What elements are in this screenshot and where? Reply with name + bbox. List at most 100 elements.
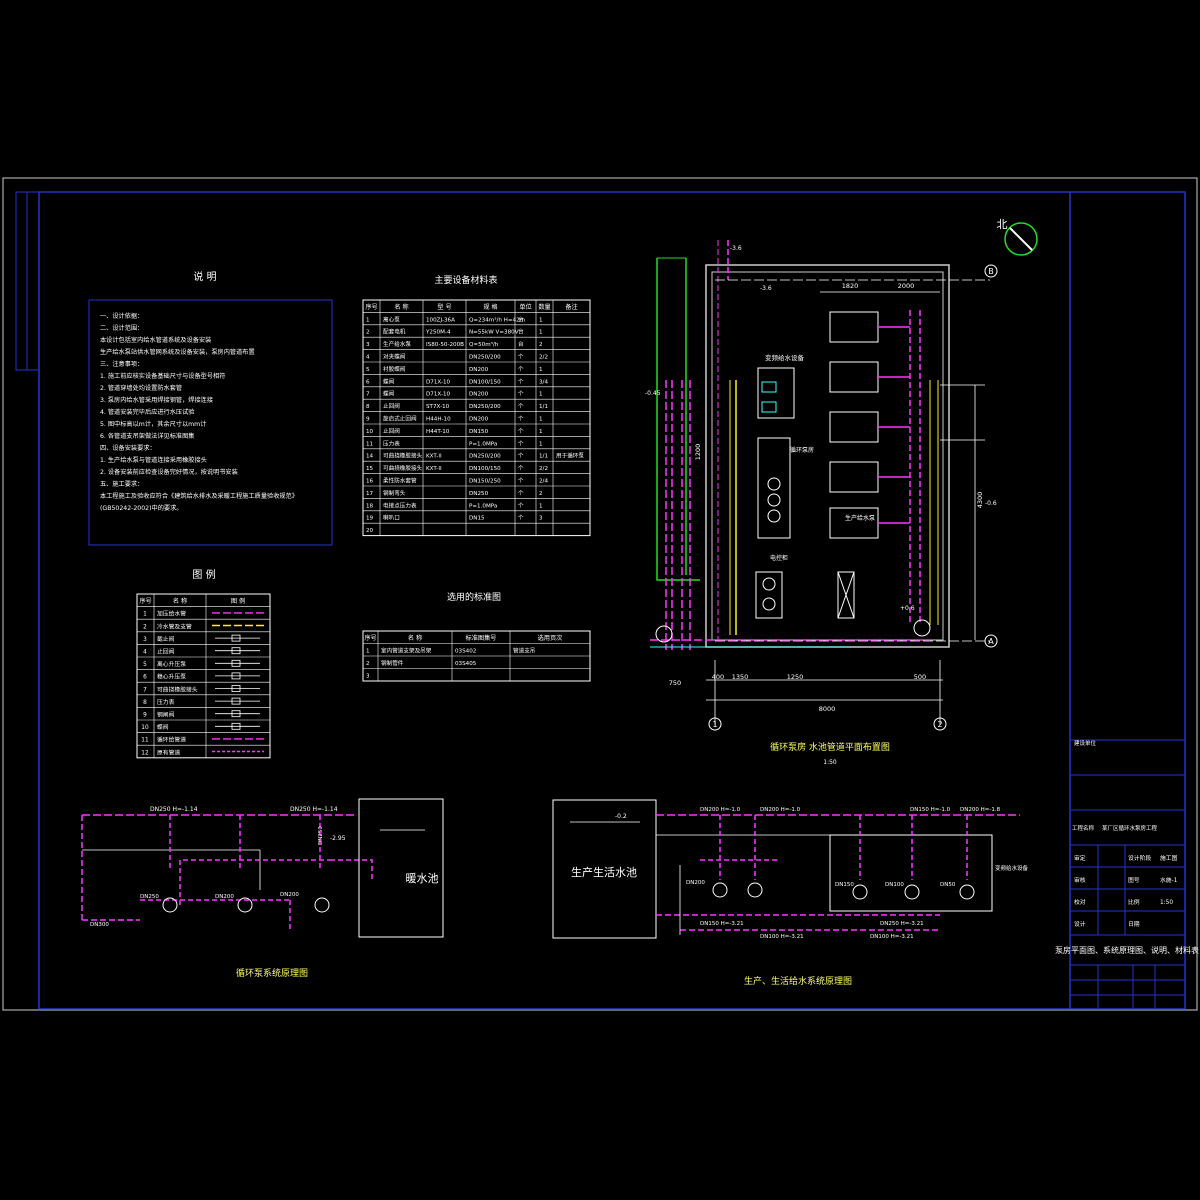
table-cell: 用于循环泵 xyxy=(556,452,584,460)
tb-drawing-title: 泵房平面图、系统原理图、说明、材料表 xyxy=(1055,945,1199,955)
sys1-level: -2.95 xyxy=(330,835,346,842)
table-cell: DN200 xyxy=(469,367,489,373)
notes-line: 三、注意事项： xyxy=(100,360,143,368)
tb-field-label: 图号 xyxy=(1128,876,1140,884)
legend-row-number: 3 xyxy=(143,637,147,643)
table-cell: 3 xyxy=(366,342,370,348)
sys2-pipe-label-5: DN100 H=-3.21 xyxy=(760,934,804,940)
room-label-1: 变频给水设备 xyxy=(765,353,805,362)
table-cell: DN250/200 xyxy=(469,454,501,460)
legend-row-number: 4 xyxy=(143,649,147,655)
table-cell: 生产给水泵 xyxy=(383,340,411,348)
notes-line: 1. 生产给水泵与管道连接采用橡胶接头 xyxy=(100,456,207,464)
sys2-pipe-label-8: DN200 xyxy=(686,880,705,886)
table-cell: DN250 xyxy=(469,491,489,497)
table-cell: DN250/200 xyxy=(469,404,501,410)
legend-row-name: 止回阀 xyxy=(157,647,175,655)
table-cell: 个 xyxy=(518,502,524,509)
table-cell: Y250M-4 xyxy=(425,330,451,336)
legend-symbol xyxy=(215,710,260,718)
table-cell: P=1.0MPa xyxy=(469,441,497,447)
table-cell: 1 xyxy=(366,649,370,655)
table-cell: 旋启式止回阀 xyxy=(383,415,417,423)
table-cell: 17 xyxy=(366,491,374,497)
sys1-pipe-label-0: DN250 H=-1.14 xyxy=(150,806,198,813)
table-header-cell: 备注 xyxy=(565,303,577,311)
table-cell: 柔性防水套管 xyxy=(383,477,417,485)
table-header-cell: 名 称 xyxy=(394,303,408,311)
notes-line: 本工程施工及验收应符合《建筑给水排水及采暖工程施工质量验收规范》 xyxy=(100,492,298,500)
axis-label-b: B xyxy=(988,267,994,276)
table-cell: 个 xyxy=(518,490,524,497)
notes-line: 一、设计依据： xyxy=(100,312,143,320)
legend-title: 图 例 xyxy=(192,568,215,581)
legend-row-name: 钢闸阀 xyxy=(157,710,175,718)
table-cell: 可曲挠橡胶接头 xyxy=(383,464,423,472)
legend-row-name: 加压给水管 xyxy=(157,610,186,618)
legend-row-name: 截止阀 xyxy=(157,635,175,643)
notes-line: 五、施工要求： xyxy=(100,480,143,488)
dim-1250: 1250 xyxy=(787,673,804,681)
table-cell: 16 xyxy=(366,479,374,485)
table-cell: 03S405 xyxy=(455,661,477,667)
axis-label-2: 2 xyxy=(937,720,942,729)
sys2-title: 生产、生活给水系统原理图 xyxy=(744,975,852,987)
table-cell: 2 xyxy=(539,342,543,348)
sys2-level-top: -0.2 xyxy=(615,813,627,820)
notes-line: 4. 管道安装完毕后应进行水压试验 xyxy=(100,408,195,416)
dim-500: 500 xyxy=(914,673,926,681)
legend-row-number: 11 xyxy=(141,738,149,744)
table-cell: 止回阀 xyxy=(383,427,400,435)
table-cell: 个 xyxy=(518,366,524,373)
table-cell: 11 xyxy=(366,441,374,447)
notes-title: 说 明 xyxy=(193,270,216,283)
sys1-tank-label: 暖水池 xyxy=(406,872,439,885)
elev-4: -0.6 xyxy=(985,500,997,507)
table-cell: 1 xyxy=(539,417,543,423)
table-cell: 1 xyxy=(366,317,370,323)
table-cell: 1 xyxy=(539,330,543,336)
sys1-title: 循环泵系统原理图 xyxy=(236,967,308,979)
dim-400: 400 xyxy=(712,673,724,681)
tb-project: 某厂区循环水泵房工程 xyxy=(1102,824,1158,832)
table-cell: 个 xyxy=(518,416,524,423)
table-cell: 个 xyxy=(518,354,524,361)
table-cell: 10 xyxy=(366,429,374,435)
table-cell: 个 xyxy=(518,378,524,385)
table-cell: 室内管道支架及吊架 xyxy=(381,647,432,655)
table-cell: DN200 xyxy=(469,417,489,423)
legend-row-name: 离心升压泵 xyxy=(157,660,186,668)
table-cell: 离心泵 xyxy=(383,315,400,323)
table-cell: 2 xyxy=(539,491,543,497)
table-cell: DN100/150 xyxy=(469,379,501,385)
table-cell: 个 xyxy=(518,478,524,485)
table-cell: 个 xyxy=(518,391,524,398)
table-cell: P=1.0MPa xyxy=(469,503,497,509)
sys1-pipe-label-2: DN250 xyxy=(318,826,324,845)
table-cell: 个 xyxy=(518,440,524,447)
legend-row-number: 6 xyxy=(143,675,147,681)
table-cell: 个 xyxy=(518,403,524,410)
sys1-pipe-label-3: DN200 xyxy=(215,894,234,900)
table-header-cell: 标准图集号 xyxy=(466,634,497,642)
legend-row-name: 循环给管道 xyxy=(157,736,186,744)
legend-row-number: 1 xyxy=(143,612,147,618)
table-cell: 管道支吊 xyxy=(513,647,535,655)
table-cell: 蝶阀 xyxy=(383,390,395,398)
table-cell: 配套电机 xyxy=(383,328,406,336)
table-cell: 2/4 xyxy=(539,479,548,485)
notes-line: 6. 各管道支吊架做法详见标准图集 xyxy=(100,432,195,440)
table-cell: 喇叭口 xyxy=(383,514,400,522)
notes-line: 四、设备安装要求： xyxy=(100,444,156,452)
sys2-tank-label: 生产生活水池 xyxy=(571,865,637,879)
notes-line: 1. 施工前应核实设备基础尺寸与设备型号相符 xyxy=(100,372,225,380)
table-cell: 止回阀 xyxy=(383,402,400,410)
table-header-cell: 名 称 xyxy=(408,634,422,642)
table-cell: DN200 xyxy=(469,392,489,398)
legend-row-name: 稳心升压泵 xyxy=(157,673,186,681)
table-header-cell: 选用页次 xyxy=(538,634,563,642)
